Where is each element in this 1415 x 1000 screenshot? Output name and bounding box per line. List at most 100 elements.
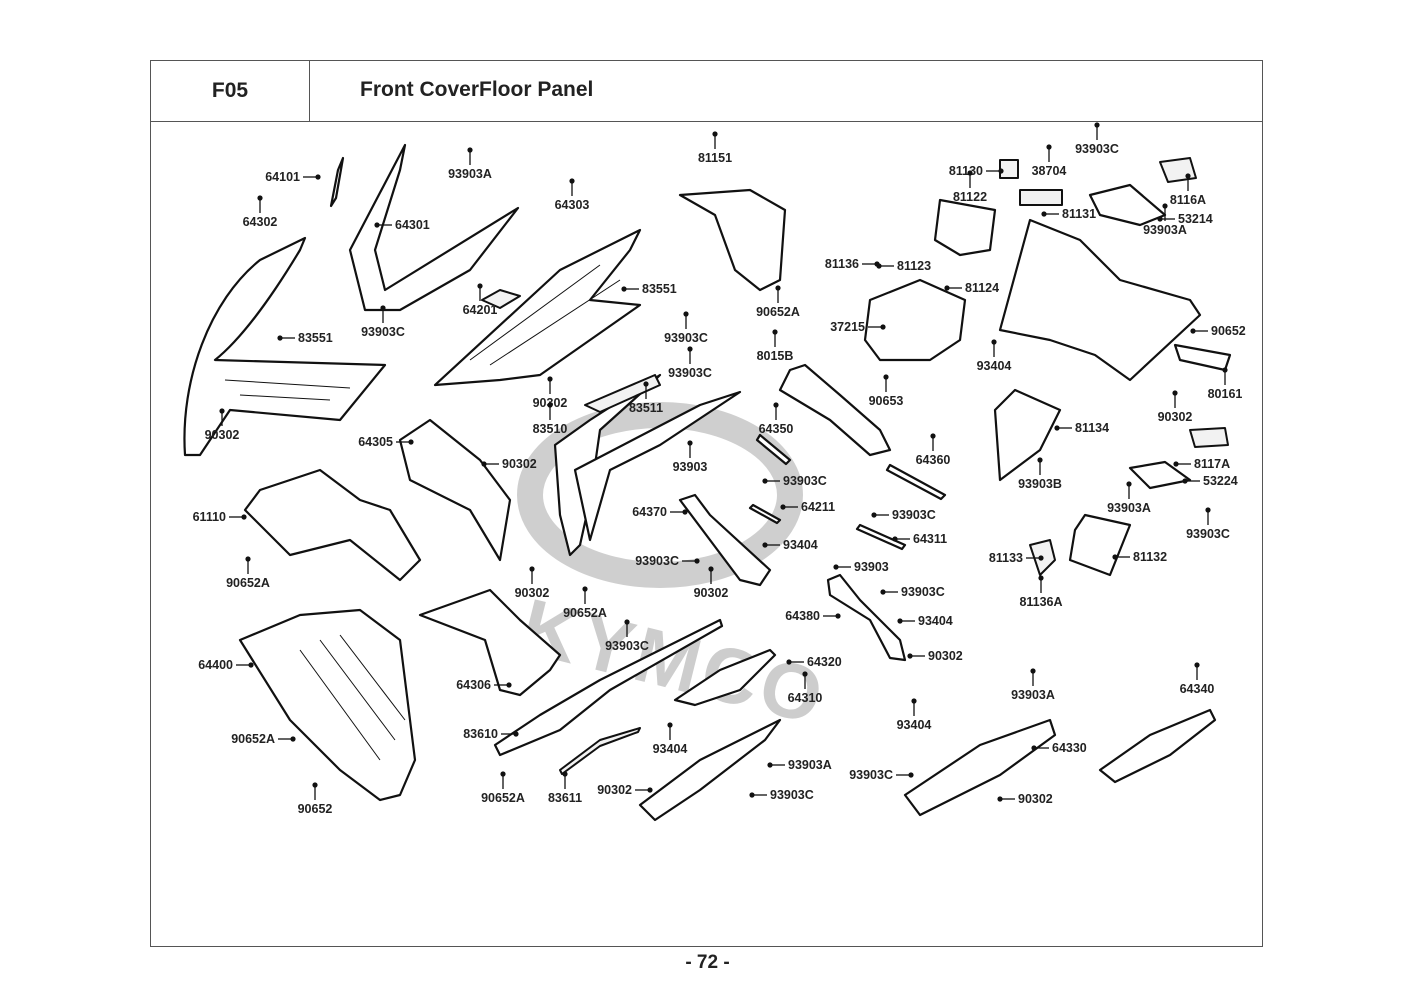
part-callout[interactable]: 90652	[1190, 324, 1246, 338]
part-number-label[interactable]: 64302	[243, 215, 278, 229]
part-number-label[interactable]: 93404	[653, 742, 688, 756]
part-callout[interactable]: 93903C	[880, 585, 945, 599]
part-callout[interactable]: 93903	[673, 440, 708, 474]
part-number-label[interactable]: 81134	[1075, 421, 1109, 435]
part-number-label[interactable]: 90652	[1211, 324, 1246, 338]
part-number-label[interactable]: 90302	[1018, 792, 1053, 806]
part-callout[interactable]: 81122	[953, 170, 987, 204]
part-callout[interactable]: 64302	[243, 195, 278, 229]
part-number-label[interactable]: 81136A	[1019, 595, 1062, 609]
part-callout[interactable]: 90302	[481, 457, 537, 471]
part-number-label[interactable]: 64350	[759, 422, 794, 436]
part-number-label[interactable]: 90652	[298, 802, 333, 816]
part-callout[interactable]: 64303	[555, 178, 590, 212]
part-number-label[interactable]: 83510	[533, 422, 568, 436]
part-callout[interactable]: 64211	[780, 500, 835, 514]
part-number-label[interactable]: 83611	[548, 791, 582, 805]
part-number-label[interactable]: 64330	[1052, 741, 1087, 755]
part-callout[interactable]: 81136	[825, 257, 880, 271]
part-callout[interactable]: 83610	[463, 727, 519, 741]
part-callout[interactable]: 93903A	[1011, 668, 1055, 702]
part-callout[interactable]: 81134	[1054, 421, 1109, 435]
part-callout[interactable]: 90302	[997, 792, 1053, 806]
part-callout[interactable]: 93903A	[1143, 203, 1187, 237]
part-number-label[interactable]: 53224	[1203, 474, 1238, 488]
part-number-label[interactable]: 93404	[977, 359, 1012, 373]
part-number-label[interactable]: 83551	[298, 331, 333, 345]
part-number-label[interactable]: 83511	[629, 401, 663, 415]
part-number-label[interactable]: 81122	[953, 190, 987, 204]
part-number-label[interactable]: 83610	[463, 727, 498, 741]
part-number-label[interactable]: 93903A	[1011, 688, 1055, 702]
part-callout[interactable]: 90652A	[756, 285, 800, 319]
part-callout[interactable]: 8116A	[1170, 173, 1206, 207]
part-number-label[interactable]: 64340	[1180, 682, 1215, 696]
part-callout[interactable]: 80161	[1208, 367, 1243, 401]
part-callout[interactable]: 93903C	[849, 768, 914, 782]
part-callout[interactable]: 81131	[1041, 207, 1096, 221]
part-number-label[interactable]: 93903C	[901, 585, 945, 599]
part-number-label[interactable]: 8117A	[1194, 457, 1230, 471]
part-number-label[interactable]: 81136	[825, 257, 859, 271]
part-number-label[interactable]: 93903C	[1186, 527, 1230, 541]
part-callout[interactable]: 81130	[949, 164, 1004, 178]
part-callout[interactable]: 93903C	[762, 474, 827, 488]
part-callout[interactable]: 93404	[653, 722, 688, 756]
part-number-label[interactable]: 90652A	[563, 606, 607, 620]
part-number-label[interactable]: 93903	[854, 560, 889, 574]
part-callout[interactable]: 90302	[694, 566, 729, 600]
part-number-label[interactable]: 90302	[1158, 410, 1193, 424]
part-callout[interactable]: 83511	[629, 381, 663, 415]
part-callout[interactable]: 90302	[907, 649, 963, 663]
part-callout[interactable]: 90302	[205, 408, 240, 442]
part-callout[interactable]: 81132	[1112, 550, 1167, 564]
part-number-label[interactable]: 64320	[807, 655, 842, 669]
part-number-label[interactable]: 90652A	[231, 732, 275, 746]
part-number-label[interactable]: 64211	[801, 500, 835, 514]
part-number-label[interactable]: 93903A	[448, 167, 492, 181]
part-callout[interactable]: 64101	[265, 170, 321, 184]
part-number-label[interactable]: 53214	[1178, 212, 1213, 226]
part-callout[interactable]: 93903B	[1018, 457, 1062, 491]
part-callout[interactable]: 81124	[944, 281, 999, 295]
part-callout[interactable]: 90652A	[226, 556, 270, 590]
part-callout[interactable]: 64340	[1180, 662, 1215, 696]
part-callout[interactable]: 38704	[1032, 144, 1067, 178]
part-callout[interactable]: 93903A	[448, 147, 492, 181]
part-callout[interactable]: 93903C	[664, 311, 708, 345]
part-callout[interactable]: 64301	[374, 218, 430, 232]
part-number-label[interactable]: 64305	[358, 435, 393, 449]
part-number-label[interactable]: 83551	[642, 282, 677, 296]
part-callout[interactable]: 83510	[533, 402, 568, 436]
part-number-label[interactable]: 37215	[830, 320, 865, 334]
part-number-label[interactable]: 81151	[698, 151, 732, 165]
part-number-label[interactable]: 64101	[265, 170, 300, 184]
part-callout[interactable]: 61110	[193, 510, 247, 524]
part-callout[interactable]: 90652A	[481, 771, 525, 805]
part-number-label[interactable]: 93404	[783, 538, 818, 552]
part-number-label[interactable]: 8015B	[757, 349, 794, 363]
part-callout[interactable]: 64306	[456, 678, 512, 692]
part-number-label[interactable]: 93903A	[1143, 223, 1187, 237]
part-number-label[interactable]: 93404	[918, 614, 953, 628]
part-number-label[interactable]: 81131	[1062, 207, 1096, 221]
part-number-label[interactable]: 64380	[785, 609, 820, 623]
part-number-label[interactable]: 90652A	[226, 576, 270, 590]
part-callout[interactable]: 93404	[977, 339, 1012, 373]
part-callout[interactable]: 93903A	[767, 758, 832, 772]
part-number-label[interactable]: 80161	[1208, 387, 1243, 401]
part-number-label[interactable]: 90302	[694, 586, 729, 600]
part-callout[interactable]: 64320	[786, 655, 842, 669]
part-callout[interactable]: 90302	[1158, 390, 1193, 424]
part-callout[interactable]: 64370	[632, 505, 688, 519]
part-number-label[interactable]: 64310	[788, 691, 823, 705]
part-number-label[interactable]: 90652A	[756, 305, 800, 319]
part-callout[interactable]: 90302	[597, 783, 653, 797]
part-number-label[interactable]: 81130	[949, 164, 983, 178]
part-callout[interactable]: 93903A	[1107, 481, 1151, 515]
part-number-label[interactable]: 93903	[673, 460, 708, 474]
part-callout[interactable]: 64350	[759, 402, 794, 436]
part-number-label[interactable]: 64400	[198, 658, 233, 672]
part-number-label[interactable]: 38704	[1032, 164, 1067, 178]
part-number-label[interactable]: 93404	[897, 718, 932, 732]
